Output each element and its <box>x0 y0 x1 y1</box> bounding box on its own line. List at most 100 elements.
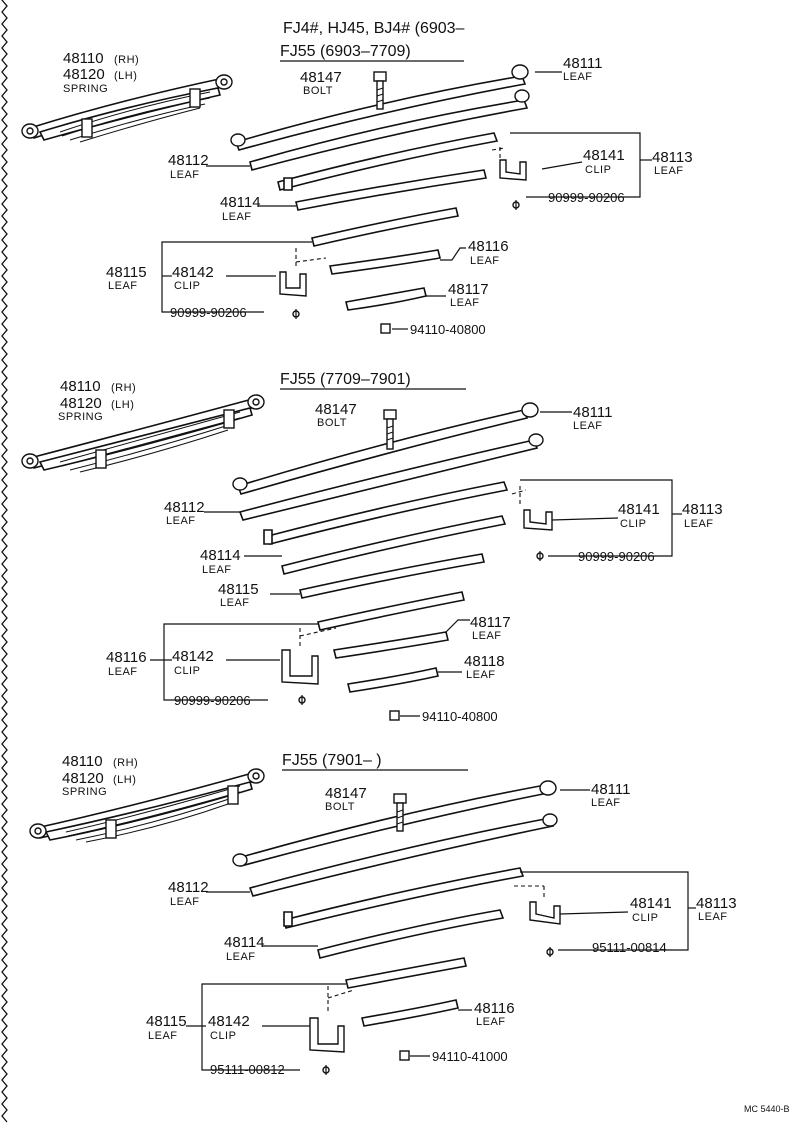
leaf-48114 <box>317 909 505 959</box>
assembly-rh-side: (RH) <box>113 757 138 769</box>
leaf-2-part-name: LEAF <box>170 896 200 908</box>
leaf-4-part-number: 48114 <box>220 194 261 211</box>
screw-2-part-number: 90999-90206 <box>174 693 251 708</box>
leaf-48111 <box>234 75 527 151</box>
leaf-2-part-number: 48112 <box>164 499 205 516</box>
nut-part-number: 94110-40800 <box>422 709 498 724</box>
bolt-part-name: BOLT <box>303 85 333 97</box>
leaf-48112 <box>238 439 539 521</box>
group-2-part-number: 48115 <box>106 264 147 281</box>
assembly-rh-side: (RH) <box>114 54 139 66</box>
section-3-screws <box>322 947 554 1075</box>
group-1-part-number: 48113 <box>652 149 693 166</box>
section-3-spring-assembly-illustration <box>29 768 265 843</box>
leaf-48112 <box>249 99 529 171</box>
assembly-lh-part-number: 48120 <box>63 66 105 83</box>
section-1-header-line-2: FJ55 (6903–7709) <box>280 43 411 60</box>
leaf-48114 <box>281 515 507 575</box>
assembly-rh-part-number: 48110 <box>63 50 104 67</box>
leaf-48118 <box>347 667 439 693</box>
section-1: FJ4#, HJ45, BJ4# (6903– FJ55 (6903–7709)… <box>21 20 693 337</box>
screw-1-part-number: 90999-90206 <box>578 549 655 564</box>
group-2-part-number: 48115 <box>146 1013 187 1030</box>
leaf-5-part-number: 48115 <box>218 581 259 598</box>
leaf-4-part-name: LEAF <box>222 211 252 223</box>
clip-1-part-number: 48141 <box>630 895 672 912</box>
section-1-assembly-label: 48110 (RH) 48120 (LH) SPRING <box>63 50 139 95</box>
leaf-b-part-number: 48118 <box>464 653 505 670</box>
section-1-spring-assembly-illustration <box>21 74 233 143</box>
section-1-screws <box>292 200 520 334</box>
section-2-screws <box>298 551 544 721</box>
leaf-a-part-number: 48116 <box>474 1000 515 1017</box>
screw-1-part-number: 95111-00814 <box>592 940 667 955</box>
section-1-clip-48141 <box>491 147 527 181</box>
section-3-clip-48142 <box>309 986 355 1053</box>
section-3: FJ55 (7901– ) 48110 (RH) 48120 (LH) SPRI… <box>29 752 737 1077</box>
footer-code: MC 5440-B <box>744 1104 790 1114</box>
leaf-1-part-name: LEAF <box>563 71 593 83</box>
clip-2-part-name: CLIP <box>210 1030 236 1042</box>
group-1-part-number: 48113 <box>696 895 737 912</box>
section-2-leader-lines <box>150 411 682 717</box>
leaf-2-part-name: LEAF <box>166 515 196 527</box>
leaf-2-part-name: LEAF <box>170 169 200 181</box>
assembly-name: SPRING <box>62 786 107 798</box>
leaf-4-part-number: 48114 <box>224 934 265 951</box>
leaf-4-part-name: LEAF <box>226 951 256 963</box>
leaf-48114 <box>295 169 487 211</box>
leaf-2-part-number: 48112 <box>168 879 209 896</box>
section-3-leader-lines <box>186 789 696 1071</box>
bolt-part-number: 48147 <box>300 69 342 86</box>
section-3-leaf-stack <box>232 780 558 1027</box>
section-3-clip-48141 <box>514 885 561 925</box>
assembly-lh-part-number: 48120 <box>60 395 102 412</box>
clip-2-part-name: CLIP <box>174 665 200 677</box>
leaf-a-part-name: LEAF <box>472 630 502 642</box>
leaf-1-part-name: LEAF <box>591 797 621 809</box>
clip-2-part-number: 48142 <box>172 264 214 281</box>
left-zigzag-border <box>1 0 8 1123</box>
section-2-clip-48141 <box>511 486 553 531</box>
clip-1-part-number: 48141 <box>583 147 625 164</box>
assembly-name: SPRING <box>58 411 103 423</box>
leaf-5-part-name: LEAF <box>220 597 250 609</box>
nut-part-number: 94110-40800 <box>410 322 486 337</box>
section-1-header-line-1: FJ4#, HJ45, BJ4# (6903– <box>283 20 465 37</box>
clip-1-part-name: CLIP <box>632 912 658 924</box>
clip-1-part-number: 48141 <box>618 501 660 518</box>
leaf-4-part-number: 48114 <box>200 547 241 564</box>
leaf-48115 <box>345 957 467 989</box>
clip-2-part-name: CLIP <box>174 280 200 292</box>
group-1-part-name: LEAF <box>698 911 728 923</box>
leaf-48117 <box>345 287 427 311</box>
assembly-lh-side: (LH) <box>113 774 136 786</box>
leaf-48115 <box>299 553 485 599</box>
section-3-bolt-48147 <box>393 793 407 832</box>
section-2-assembly-label: 48110 (RH) 48120 (LH) SPRING <box>58 378 136 423</box>
section-2-clip-48142 <box>281 627 337 685</box>
leaf-4-part-name: LEAF <box>202 564 232 576</box>
clip-1-part-name: CLIP <box>620 518 646 530</box>
assembly-name: SPRING <box>63 83 108 95</box>
section-3-header: FJ55 (7901– ) <box>282 752 382 769</box>
bolt-part-number: 48147 <box>325 785 367 802</box>
section-1-clip-48142 <box>279 248 327 297</box>
group-1-part-name: LEAF <box>654 165 684 177</box>
section-1-leader-lines <box>161 71 652 330</box>
group-1-part-name: LEAF <box>684 518 714 530</box>
leaf-48116 <box>361 999 459 1027</box>
leaf-b-part-name: LEAF <box>450 297 480 309</box>
leaf-2-part-number: 48112 <box>168 152 209 169</box>
leaf-a-part-name: LEAF <box>470 255 500 267</box>
leaf-b-part-name: LEAF <box>466 669 496 681</box>
group-2-part-name: LEAF <box>108 666 138 678</box>
section-1-leaf-stack <box>230 64 530 311</box>
assembly-lh-side: (LH) <box>111 399 134 411</box>
leaf-a-part-number: 48116 <box>468 238 509 255</box>
leaf-48116 <box>317 591 465 631</box>
section-3-assembly-label: 48110 (RH) 48120 (LH) SPRING <box>62 753 138 798</box>
leaf-48113-main <box>283 867 525 929</box>
section-1-bolt-48147 <box>373 71 387 110</box>
